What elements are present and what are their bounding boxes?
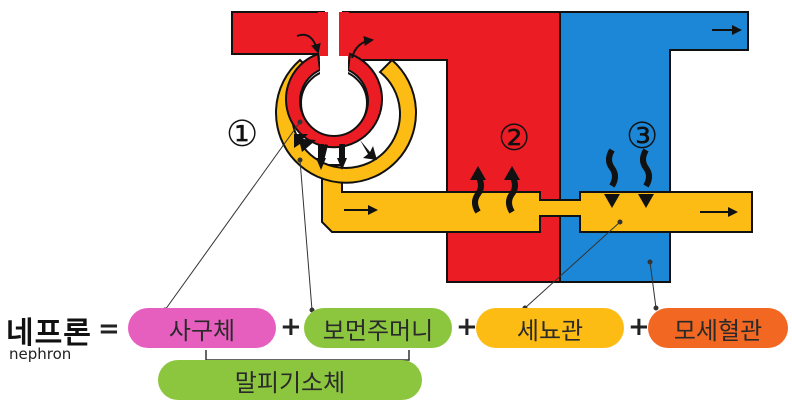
glomerulus-shape bbox=[285, 33, 383, 149]
reabsorption-arrows bbox=[472, 174, 518, 214]
secretion-arrows bbox=[606, 148, 652, 188]
capillary-label: 모세혈관 bbox=[648, 308, 788, 348]
renal-tubule-label: 세뇨관 bbox=[476, 308, 624, 348]
bowmans-capsule-label: 보먼주머니 bbox=[304, 308, 452, 348]
plus-sign-2: + bbox=[456, 312, 478, 342]
step-number-3: ③ bbox=[626, 116, 658, 157]
step-number-2: ② bbox=[498, 118, 530, 159]
reabsorption-arrowheads bbox=[470, 166, 520, 180]
plus-sign-1: + bbox=[280, 312, 302, 342]
plus-sign-3: + bbox=[628, 312, 650, 342]
glomerulus-label: 사구체 bbox=[128, 308, 276, 348]
title-english: nephron bbox=[9, 345, 72, 363]
renal-tubule-shape bbox=[321, 164, 753, 233]
filtration-arrows bbox=[294, 134, 377, 170]
renal-corpuscle-label: 말피기소체 bbox=[158, 360, 422, 400]
step-number-1: ① bbox=[226, 114, 258, 155]
secretion-arrowheads bbox=[604, 194, 654, 208]
bowmans-capsule-shape bbox=[275, 58, 417, 184]
title-korean: 네프론 bbox=[6, 316, 92, 351]
equals-sign: = bbox=[98, 314, 120, 344]
